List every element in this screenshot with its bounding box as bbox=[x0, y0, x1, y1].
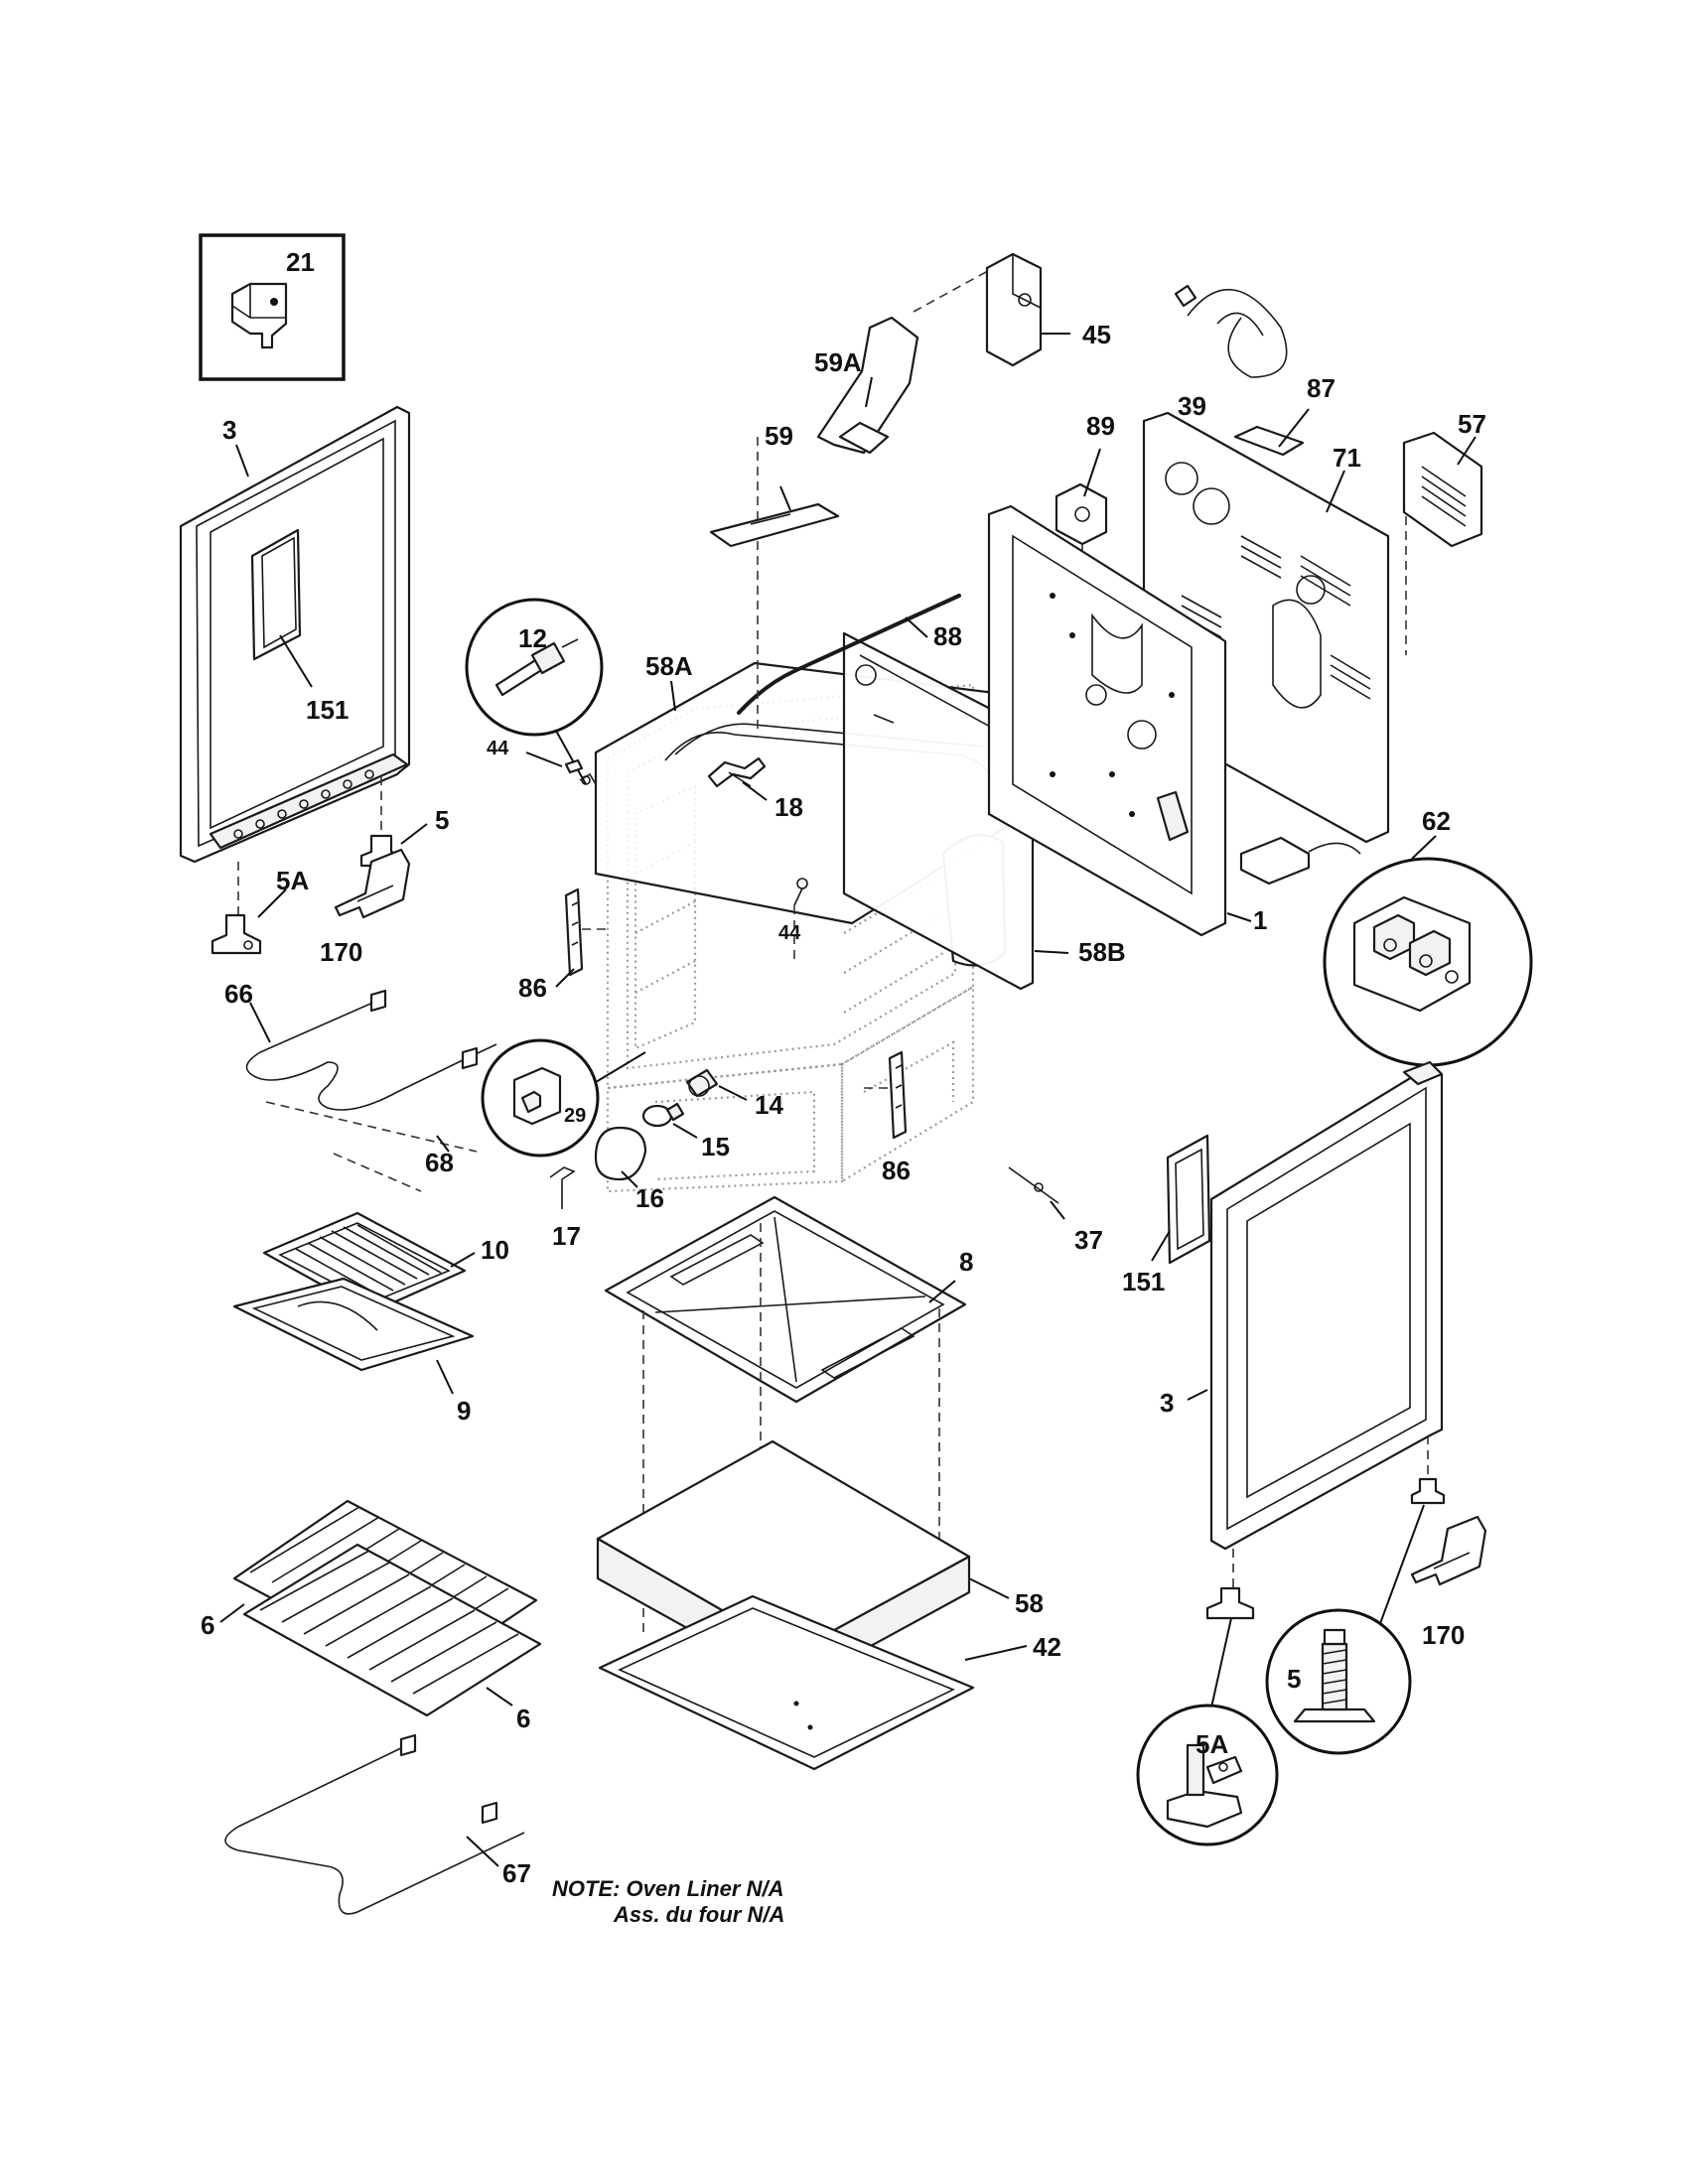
label-66: 66 bbox=[224, 979, 253, 1009]
label-58a: 58A bbox=[645, 651, 693, 681]
part-3-right-side-panel bbox=[1209, 1060, 1444, 1551]
label-6-top: 6 bbox=[201, 1610, 214, 1640]
label-87: 87 bbox=[1307, 373, 1336, 403]
label-86-left: 86 bbox=[518, 973, 547, 1003]
label-6-bottom: 6 bbox=[516, 1704, 530, 1733]
label-44-mid: 44 bbox=[778, 922, 801, 944]
label-39: 39 bbox=[1178, 391, 1206, 421]
label-88: 88 bbox=[933, 621, 962, 651]
label-151-left: 151 bbox=[306, 695, 349, 725]
label-5-left: 5 bbox=[435, 805, 449, 835]
part-39-power-cord bbox=[1174, 284, 1288, 378]
label-59: 59 bbox=[765, 421, 793, 451]
part-151-right-bracket bbox=[1166, 1134, 1211, 1265]
note-line-2: Ass. du four N/A bbox=[613, 1902, 784, 1927]
part-37-wire-probe bbox=[1008, 1166, 1059, 1204]
part-29-door-switch bbox=[481, 1038, 600, 1158]
part-5a-left-leg-bracket bbox=[211, 913, 262, 955]
part-14-lamp-socket bbox=[685, 1068, 719, 1098]
part-57-vent-cover bbox=[1402, 431, 1483, 548]
part-5a-right-leg-bracket-small bbox=[1205, 1586, 1255, 1620]
label-10: 10 bbox=[481, 1235, 509, 1265]
label-29: 29 bbox=[564, 1105, 586, 1127]
part-1-back-frame bbox=[987, 504, 1227, 937]
part-89-terminal-bracket bbox=[1055, 482, 1108, 546]
part-17-lamp-clip bbox=[549, 1166, 576, 1209]
part-44-top-screw bbox=[564, 758, 597, 785]
label-16: 16 bbox=[635, 1183, 664, 1213]
label-14: 14 bbox=[755, 1090, 783, 1120]
label-5a-left: 5A bbox=[276, 866, 309, 895]
label-59a: 59A bbox=[814, 347, 862, 377]
label-5-right: 5 bbox=[1287, 1664, 1301, 1694]
part-8-oven-bottom bbox=[604, 1195, 967, 1404]
label-86-right: 86 bbox=[882, 1156, 911, 1185]
label-68: 68 bbox=[425, 1148, 454, 1177]
part-44-mid-screw bbox=[793, 878, 808, 906]
part-21-door-handle-clip bbox=[199, 233, 346, 381]
label-170-right: 170 bbox=[1422, 1620, 1465, 1650]
label-44-top: 44 bbox=[487, 738, 509, 759]
part-86-right-rack-support bbox=[888, 1050, 908, 1140]
label-151-right: 151 bbox=[1122, 1267, 1165, 1297]
label-9: 9 bbox=[457, 1396, 471, 1426]
part-5-right-leveling-leg-detail bbox=[1265, 1608, 1412, 1755]
label-71: 71 bbox=[1333, 443, 1361, 473]
label-5a-right: 5A bbox=[1196, 1729, 1228, 1759]
label-12: 12 bbox=[518, 623, 547, 653]
label-89: 89 bbox=[1086, 411, 1115, 441]
label-58: 58 bbox=[1015, 1588, 1044, 1618]
part-67-bake-element bbox=[224, 1733, 525, 1915]
part-9-broiler-pan bbox=[232, 1277, 475, 1372]
note-line-1: NOTE: Oven Liner N/A bbox=[552, 1876, 783, 1901]
label-1: 1 bbox=[1253, 905, 1267, 935]
label-8: 8 bbox=[959, 1247, 973, 1277]
label-17: 17 bbox=[552, 1221, 581, 1251]
part-86-left-rack-support bbox=[564, 887, 584, 977]
part-16-lamp-cover bbox=[594, 1126, 647, 1181]
label-62: 62 bbox=[1422, 806, 1451, 836]
part-6-oven-rack-lower bbox=[242, 1543, 542, 1717]
label-3-right: 3 bbox=[1160, 1388, 1174, 1418]
label-58b: 58B bbox=[1078, 937, 1126, 967]
label-170-left: 170 bbox=[320, 937, 362, 967]
part-151-left-bracket bbox=[250, 528, 302, 661]
label-15: 15 bbox=[701, 1132, 730, 1161]
part-87-small-bracket bbox=[1233, 425, 1305, 457]
label-67: 67 bbox=[502, 1858, 531, 1888]
label-57: 57 bbox=[1458, 409, 1486, 439]
part-15-light-bulb bbox=[641, 1102, 685, 1128]
part-12-oven-sensor bbox=[465, 598, 604, 737]
label-37: 37 bbox=[1074, 1225, 1103, 1255]
part-62-terminal-block bbox=[1239, 836, 1533, 1067]
part-59a-vent-duct bbox=[816, 316, 919, 455]
part-45-vent-box bbox=[985, 252, 1043, 367]
label-3-left: 3 bbox=[222, 415, 236, 445]
part-170-left-anti-tip-bracket bbox=[334, 848, 411, 919]
part-42-bottom-tray bbox=[598, 1594, 975, 1771]
part-59-vent-duct-lower bbox=[709, 502, 840, 548]
part-66-broil-element bbox=[245, 989, 497, 1111]
part-170-right-anti-tip-bracket bbox=[1410, 1515, 1487, 1586]
label-18: 18 bbox=[774, 792, 803, 822]
label-45: 45 bbox=[1082, 320, 1111, 349]
part-18-wiring-harness bbox=[707, 756, 767, 788]
label-42: 42 bbox=[1033, 1632, 1061, 1662]
part-5a-right-leg-bracket-detail bbox=[1136, 1704, 1279, 1846]
label-21: 21 bbox=[286, 247, 315, 277]
part-5-right-leveling-leg-small bbox=[1410, 1477, 1446, 1505]
